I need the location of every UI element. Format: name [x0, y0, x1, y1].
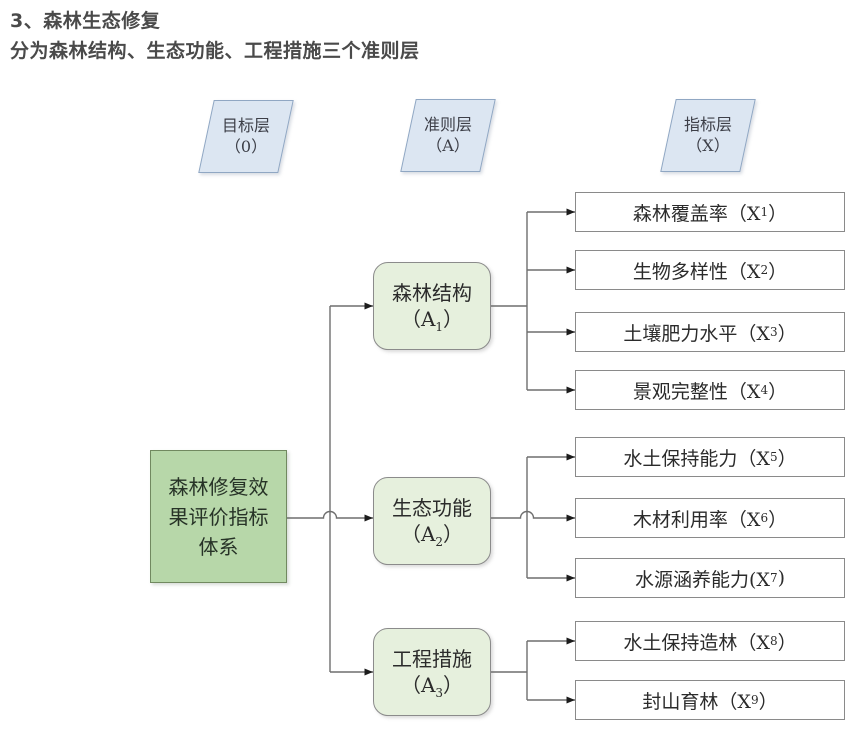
criterion-name: 森林结构: [392, 281, 472, 305]
root-node-line3: 体系: [198, 534, 239, 559]
page-title: 3、森林生态修复: [10, 10, 161, 32]
layer-header-label: 准则层: [423, 115, 472, 134]
criterion-code: （A2）: [400, 522, 464, 549]
layer-header-code: （A）: [426, 136, 470, 155]
criterion-node-a1: 森林结构 （A1）: [373, 262, 491, 350]
criterion-name: 工程措施: [392, 647, 472, 671]
criterion-node-a3: 工程措施 （A3）: [373, 628, 491, 716]
layer-header-code: （0）: [224, 137, 268, 156]
layer-header-label: 指标层: [683, 115, 732, 134]
layer-header-criteria: 准则层 （A）: [400, 99, 496, 172]
criterion-node-a2: 生态功能 （A2）: [373, 477, 491, 565]
root-node-line2: 果评价指标: [168, 504, 269, 529]
criterion-code: （A3）: [400, 673, 464, 700]
root-node: 森林修复效 果评价指标 体系: [150, 450, 287, 583]
layer-header-indicators: 指标层 （X）: [660, 99, 756, 172]
criterion-code: （A1）: [400, 307, 464, 334]
criterion-name: 生态功能: [392, 496, 472, 520]
layer-header-goal: 目标层 （0）: [198, 100, 294, 173]
layer-header-label: 目标层: [221, 116, 270, 135]
page-subtitle: 分为森林结构、生态功能、工程措施三个准则层: [10, 40, 420, 62]
root-node-line1: 森林修复效: [168, 474, 269, 499]
layer-header-code: （X）: [686, 136, 730, 155]
